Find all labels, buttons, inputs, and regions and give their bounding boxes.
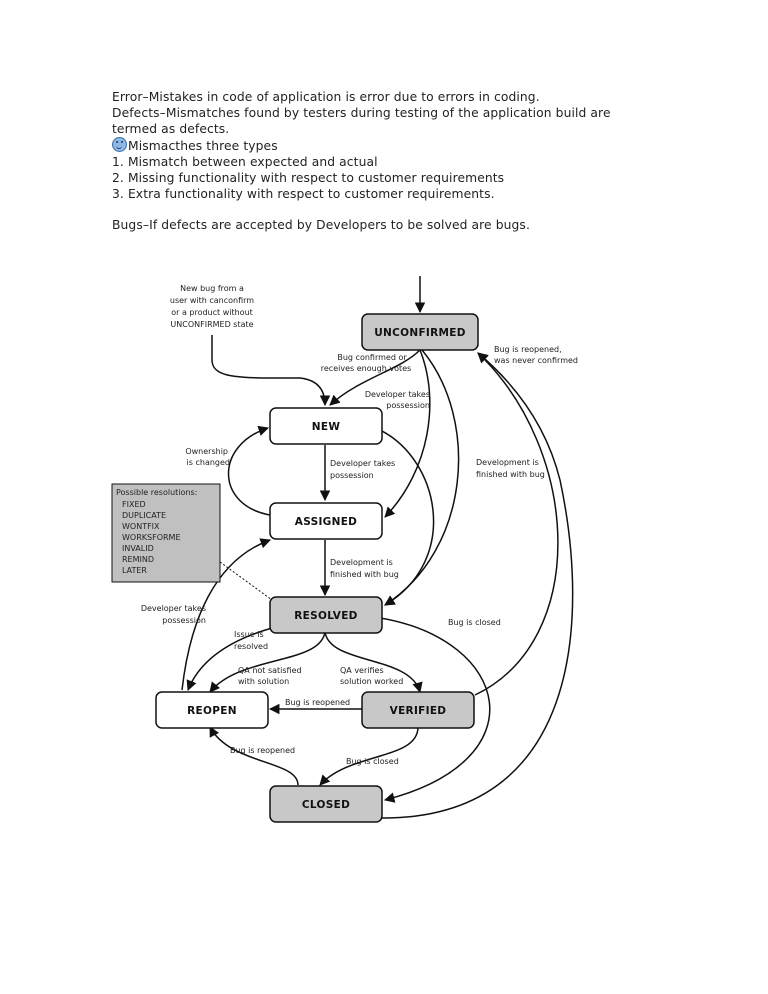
annotation-qa-not-satisfied: with solution — [238, 677, 289, 686]
confirm-arrow — [329, 349, 421, 406]
annotation-dev-finished-mid: finished with bug — [330, 570, 399, 579]
mismatch-title-line: Mismacthes three types — [112, 137, 712, 155]
verified-to-unconfirmed — [474, 352, 559, 696]
annotation-issue-resolved: resolved — [234, 642, 268, 651]
annotation-ownership: Ownership — [185, 447, 228, 456]
state-resolved-box — [269, 596, 383, 634]
state-assigned: ASSIGNED — [269, 502, 383, 540]
resolution-item: DUPLICATE — [122, 511, 166, 520]
connectors — [181, 276, 574, 819]
new-to-resolved — [379, 429, 435, 606]
annotation-bug-reopened-low: Bug is reopened — [230, 746, 295, 755]
annotation-issue-resolved: Issue is — [234, 630, 264, 639]
annotation-dev-possession-left: possession — [162, 616, 206, 625]
state-unconfirmed-label: UNCONFIRMED — [374, 327, 466, 339]
state-unconfirmed-box — [361, 313, 479, 351]
state-verified: VERIFIED — [361, 691, 475, 729]
state-closed: CLOSED — [269, 785, 383, 823]
qa-verifies — [324, 631, 423, 694]
state-closed-box — [269, 785, 383, 823]
annotation-dev-possession-left: Developer takes — [141, 604, 206, 613]
state-assigned-box — [269, 502, 383, 540]
resolved-to-reopen-left — [186, 627, 273, 691]
resolution-item: LATER — [122, 566, 147, 575]
annotations: New bug from a user with canconfirm or a… — [141, 284, 578, 766]
annotation-new-bug: New bug from a — [180, 284, 244, 293]
annotation-qa-verifies: QA verifies — [340, 666, 384, 675]
annotation-bug-confirmed: receives enough votes — [321, 364, 411, 373]
annotation-new-bug: user with canconfirm — [170, 296, 254, 305]
state-resolved-label: RESOLVED — [294, 610, 357, 622]
annotation-bug-closed-right: Bug is closed — [448, 618, 501, 627]
qa-not-satisfied — [209, 631, 326, 693]
state-resolved: RESOLVED — [269, 596, 383, 634]
resolved-to-closed — [379, 617, 491, 803]
defects-definition-line2: termed as defects. — [112, 121, 230, 136]
verified-to-closed — [319, 726, 419, 786]
mismatch-item-2: 2. Missing functionality with respect to… — [112, 170, 505, 185]
defects-definition-line1: Defects–Mismatches found by testers duri… — [112, 105, 611, 120]
state-verified-label: VERIFIED — [390, 705, 447, 717]
ownership-loop — [227, 425, 271, 516]
smiley-icon — [112, 137, 127, 153]
state-new: NEW — [269, 407, 383, 445]
annotation-qa-not-satisfied: QA not satisfied — [238, 666, 302, 675]
annotation-dev-possession-mid: Developer takes — [330, 459, 395, 468]
mismatch-item-1: 1. Mismatch between expected and actual — [112, 155, 378, 170]
annotation-bug-confirmed: Bug confirmed or — [337, 353, 407, 362]
annotation-qa-verifies: solution worked — [340, 677, 403, 686]
annotation-ownership: is changed — [187, 458, 230, 467]
new-bug-arrow — [211, 335, 331, 407]
annotation-dev-finished-right: finished with bug — [476, 470, 545, 479]
resolution-item: WORKSFORME — [122, 533, 181, 542]
state-closed-label: CLOSED — [302, 799, 350, 811]
annotation-dev-possession-top: possession — [386, 401, 430, 410]
mismatch-item-3: 3. Extra functionality with respect to c… — [112, 186, 495, 201]
state-new-label: NEW — [312, 421, 341, 433]
intro-text: Error–Mistakes in code of application is… — [112, 90, 712, 233]
annotation-dev-finished-mid: Development is — [330, 558, 393, 567]
resolution-item: WONTFIX — [122, 522, 160, 531]
annotation-new-bug: or a product without — [171, 308, 253, 317]
resolution-item: FIXED — [122, 500, 146, 509]
annotation-bug-reopened-mid: Bug is reopened — [285, 698, 350, 707]
annotation-dev-possession-top: Developer takes — [365, 390, 430, 399]
state-unconfirmed: UNCONFIRMED — [361, 313, 479, 351]
annotation-dev-possession-mid: possession — [330, 471, 374, 480]
resolution-item: INVALID — [122, 544, 154, 553]
annotation-dev-finished-right: Development is — [476, 458, 539, 467]
closed-to-unconfirmed — [379, 352, 574, 819]
mismatch-title: Mismacthes three types — [128, 139, 278, 154]
error-definition: Error–Mistakes in code of application is… — [112, 90, 540, 104]
state-new-box — [269, 407, 383, 445]
resolutions-note-box — [111, 483, 221, 583]
resolutions-note: Possible resolutions: FIXED DUPLICATE WO… — [111, 483, 221, 583]
annotation-reopened-never-confirmed: Bug is reopened, — [494, 345, 562, 354]
closed-to-reopen — [209, 726, 299, 786]
state-reopen-label: REOPEN — [187, 705, 237, 717]
state-verified-box — [361, 691, 475, 729]
annotation-new-bug: UNCONFIRMED state — [170, 320, 253, 329]
annotation-reopened-never-confirmed: was never confirmed — [494, 356, 578, 365]
bugs-definition: Bugs–If defects are accepted by Develope… — [112, 217, 530, 232]
resolution-item: REMIND — [122, 555, 154, 564]
state-assigned-label: ASSIGNED — [295, 516, 357, 528]
state-reopen: REOPEN — [155, 691, 269, 729]
annotation-bug-closed-low: Bug is closed — [346, 757, 399, 766]
state-reopen-box — [155, 691, 269, 729]
resolutions-connector — [219, 561, 273, 601]
reopen-to-assigned — [181, 538, 271, 691]
resolutions-title: Possible resolutions: — [116, 488, 197, 497]
unconfirmed-to-assigned — [384, 349, 431, 518]
